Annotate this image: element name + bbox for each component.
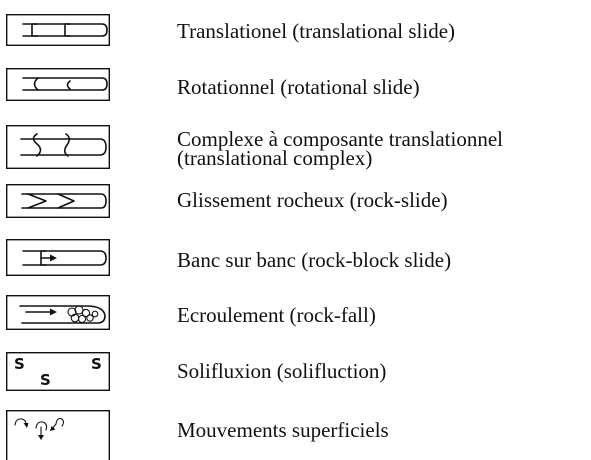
legend-row-superficial-movements: Mouvements superficiels (0, 405, 591, 460)
legend-label: Banc sur banc (rock-block slide) (177, 248, 452, 272)
legend-row-solifluction: S S S Solifluxion (solifluction) (0, 346, 591, 398)
solifluction-symbol: S (40, 371, 51, 389)
solifluction-icon: S S S (6, 352, 110, 391)
legend-row-rotational: Rotationnel (rotational slide) (0, 63, 591, 111)
rock-block-slide-icon (6, 239, 110, 276)
legend-row-translational-complex: Complexe à composante translationnel (tr… (0, 120, 591, 172)
superficial-movements-icon (6, 410, 110, 460)
legend-label: Mouvements superficiels (177, 418, 389, 442)
legend-row-translational: Translationel (translational slide) (0, 5, 591, 53)
rotational-slide-icon (6, 68, 110, 101)
legend-label-multiline: Complexe à composante translationnel (tr… (177, 127, 503, 170)
solifluction-symbol: S (14, 355, 25, 373)
legend-label: Solifluxion (solifluction) (177, 359, 387, 383)
legend-row-rock-slide: Glissement rocheux (rock-slide) (0, 177, 591, 225)
rock-fall-icon (6, 295, 110, 330)
legend-row-rock-fall: Ecroulement (rock-fall) (0, 290, 591, 338)
legend-label: Translationel (translational slide) (177, 19, 456, 43)
legend-label: Ecroulement (rock-fall) (177, 303, 376, 327)
legend-label-line: (translational complex) (177, 146, 373, 170)
translational-slide-icon (6, 14, 110, 46)
translational-complex-icon (6, 125, 110, 169)
legend-row-rock-block-slide: Banc sur banc (rock-block slide) (0, 235, 591, 283)
solifluction-symbol: S (91, 355, 102, 373)
legend-label: Glissement rocheux (rock-slide) (177, 188, 448, 212)
legend-label-line: Complexe à composante translationnel (177, 127, 503, 151)
legend-label: Rotationnel (rotational slide) (177, 75, 420, 99)
rock-slide-icon (6, 184, 110, 218)
